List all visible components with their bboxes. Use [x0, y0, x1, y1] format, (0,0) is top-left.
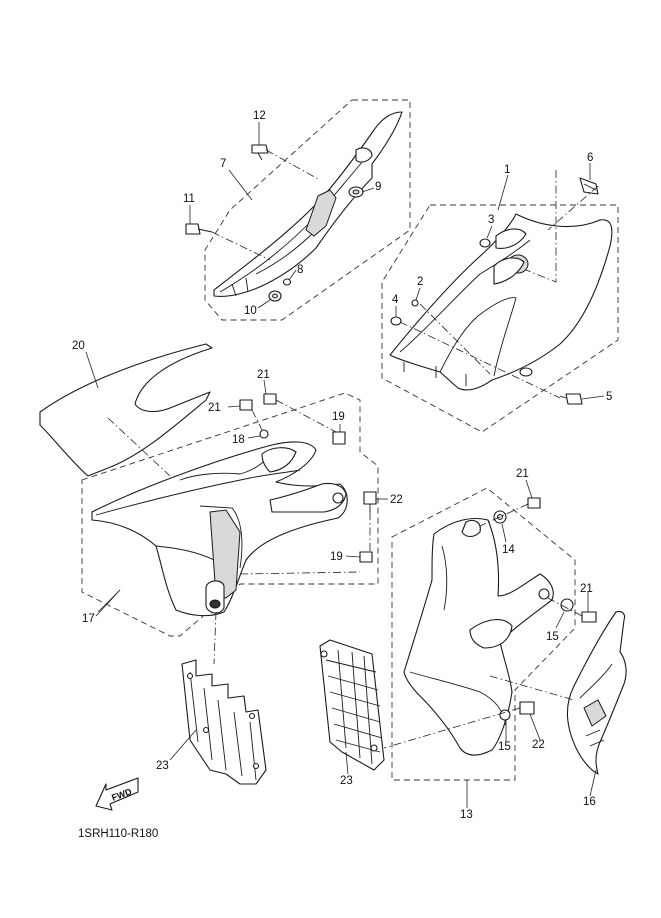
bolt-6 — [579, 177, 599, 195]
callout-1: 1 — [504, 164, 510, 176]
louvre-23-left — [181, 659, 267, 785]
group-boundary-side-panel — [391, 487, 576, 781]
bolt-21-b — [263, 393, 277, 405]
nut-19-lower — [359, 551, 373, 563]
callout-4: 4 — [392, 294, 399, 306]
radiator-cover-17 — [91, 441, 348, 617]
collar-9 — [348, 186, 364, 198]
louvre-23-right — [319, 639, 385, 771]
group-boundary-upper-cover — [204, 99, 411, 321]
callout-7: 7 — [220, 158, 226, 170]
callout-13: 13 — [460, 809, 473, 821]
callout-3: 3 — [488, 214, 494, 226]
collar-15-upper — [560, 598, 574, 612]
bolt-12 — [251, 144, 269, 161]
callout-17: 17 — [82, 613, 95, 625]
collar-14 — [493, 510, 507, 524]
forward-direction-arrow: FWD — [95, 777, 139, 811]
collar-15-lower — [499, 709, 511, 721]
nut-19-upper — [332, 431, 346, 445]
bolt-21-c — [527, 497, 541, 509]
callout-16: 16 — [583, 796, 596, 808]
callout-8: 8 — [297, 264, 303, 276]
callout-labels: 12 7 11 9 8 10 1 6 3 2 4 5 20 21 21 19 1… — [72, 110, 612, 821]
callout-22-upper: 22 — [390, 494, 403, 506]
callout-14: 14 — [502, 544, 515, 556]
side-panel-1 — [389, 213, 613, 391]
decal-16 — [566, 610, 627, 775]
callout-23-left: 23 — [156, 760, 169, 772]
grommet-8 — [282, 278, 292, 286]
bolt-5 — [559, 393, 583, 405]
leader-lines — [85, 122, 605, 808]
alignment-lines — [107, 149, 599, 749]
callout-18: 18 — [232, 434, 245, 446]
decal-graphic-20 — [39, 343, 213, 477]
callout-9: 9 — [375, 181, 381, 193]
callout-6: 6 — [587, 152, 593, 164]
callout-21-a: 21 — [257, 369, 270, 381]
nut-22-upper — [363, 491, 377, 512]
callout-15-lower: 15 — [498, 741, 511, 753]
bolt-22-lower — [519, 701, 535, 715]
clip-18 — [259, 429, 269, 439]
callout-2: 2 — [417, 276, 423, 288]
callout-21-d: 21 — [580, 583, 593, 595]
callout-10: 10 — [244, 305, 257, 317]
bolt-21-d — [581, 611, 597, 623]
bolt-21-a — [239, 399, 253, 411]
callout-23-right: 23 — [340, 775, 353, 787]
callout-21-c: 21 — [516, 468, 529, 480]
callout-19-upper: 19 — [332, 411, 345, 423]
callout-21-b: 21 — [208, 402, 221, 414]
callout-12: 12 — [253, 110, 266, 122]
callout-22-lower: 22 — [532, 739, 545, 751]
callout-15-upper: 15 — [546, 631, 559, 643]
collar-10 — [268, 290, 282, 302]
grommet-2 — [411, 299, 419, 307]
bolt-11 — [185, 223, 213, 235]
side-panel-13 — [403, 517, 554, 756]
upper-cover-7 — [213, 111, 403, 297]
callout-11: 11 — [183, 193, 195, 205]
reference-code: 1SRH110-R180 — [78, 828, 158, 840]
grommet-4 — [390, 316, 402, 326]
callout-19-lower: 19 — [330, 551, 343, 563]
callout-20: 20 — [72, 340, 85, 352]
grommet-3 — [479, 238, 491, 248]
callout-5: 5 — [606, 391, 612, 403]
